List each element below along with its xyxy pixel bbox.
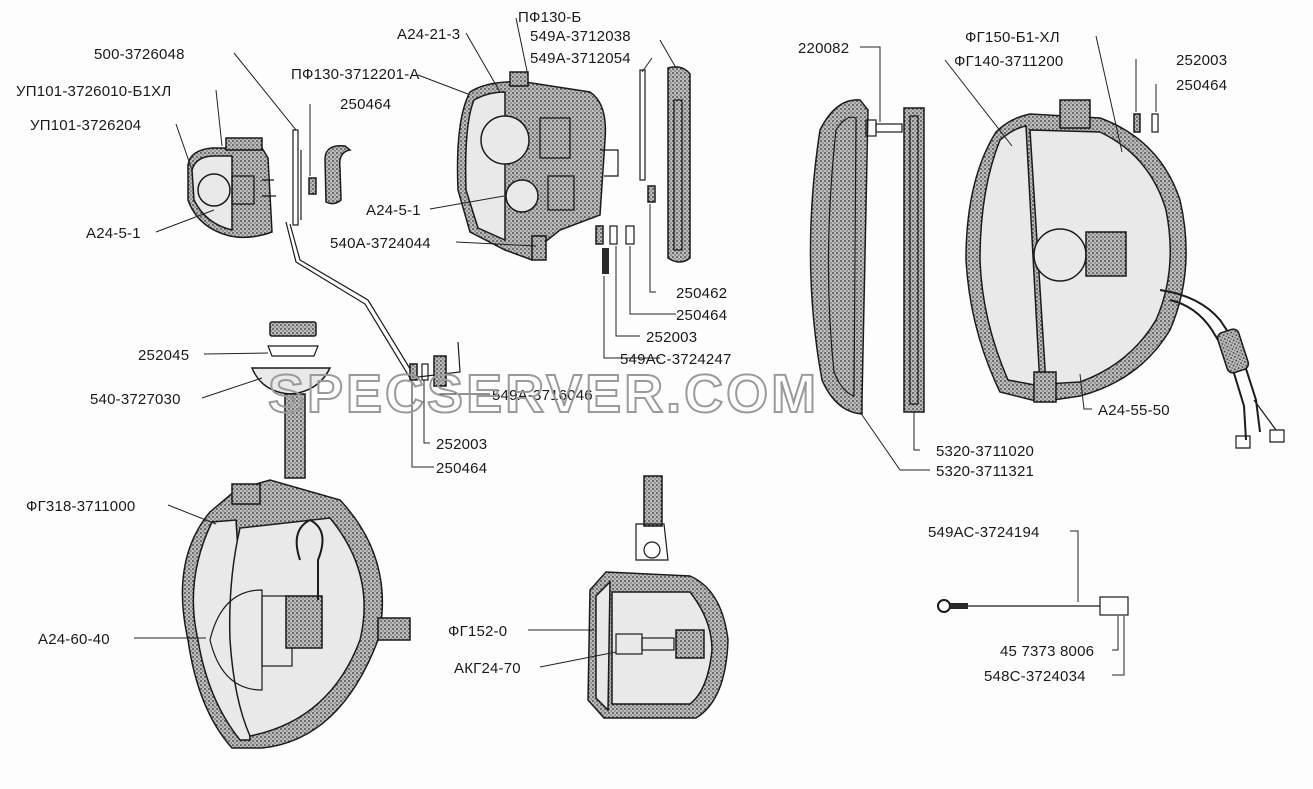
bracket-wire — [285, 221, 461, 379]
label-up101-3726204: УП101-3726204 — [30, 117, 141, 134]
label-540-3727030: 540-3727030 — [90, 391, 181, 408]
label-fg318: ФГ318-3711000 — [26, 498, 135, 515]
leader-lines — [134, 17, 1157, 676]
label-pf130-3712201: ПФ130-3712201-А — [291, 66, 420, 83]
label-549ac-3724247: 549АС-3724247 — [620, 351, 732, 368]
turn-bulb-icon — [505, 179, 539, 213]
headlamp-fg140 — [965, 99, 1285, 449]
rim-ring-5320-3711321 — [809, 99, 869, 415]
rim-ring-5320-3711020 — [903, 107, 925, 413]
screw-220082 — [865, 119, 903, 137]
label-a24-60-40: А24-60-40 — [38, 631, 110, 648]
label-549a-3712038: 549А-3712038 — [530, 28, 631, 45]
part-labels: 500-3726048 УП101-3726010-Б1ХЛ УП101-372… — [16, 9, 1227, 685]
label-250464-top: 250464 — [340, 96, 391, 113]
label-fg150: ФГ150-Б1-ХЛ — [965, 29, 1060, 46]
label-250462: 250462 — [676, 285, 727, 302]
label-a24-5-1-left: А24-5-1 — [86, 225, 141, 242]
label-250464-low: 250464 — [436, 460, 487, 477]
label-a24-5-1-mid: А24-5-1 — [366, 202, 421, 219]
label-549a-3712054: 549А-3712054 — [530, 50, 631, 67]
right-small-terminals — [1133, 113, 1159, 133]
label-fg140: ФГ140-3711200 — [954, 53, 1063, 70]
label-250464-mid: 250464 — [676, 307, 727, 324]
label-a24-55-50: А24-55-50 — [1098, 402, 1170, 419]
label-252045: 252045 — [138, 347, 189, 364]
marker-lamp-gaskets — [292, 129, 352, 226]
label-540a-3724044: 540А-3724044 — [330, 235, 431, 252]
label-549a-3716046: 549А-3716046 — [492, 387, 593, 404]
front-lamp-gasket — [595, 66, 691, 274]
label-up101-3726010: УП101-3726010-Б1ХЛ — [16, 83, 171, 100]
label-250464-right: 250464 — [1176, 77, 1227, 94]
nut — [269, 321, 317, 337]
label-252003-low: 252003 — [436, 436, 487, 453]
label-5320-3711321: 5320-3711321 — [936, 463, 1034, 480]
headlamp-right-bulb-icon — [1033, 228, 1087, 282]
fog-lamp-fg152 — [587, 475, 729, 719]
label-220082: 220082 — [798, 40, 849, 57]
front-lamp-pf130 — [456, 71, 619, 261]
label-5320-3711020: 5320-3711020 — [936, 443, 1034, 460]
marker-lamp-upf101 — [187, 137, 276, 239]
label-a24-21-3: А24-21-3 — [397, 26, 460, 43]
label-548c-3724034: 548С-3724034 — [984, 668, 1086, 685]
label-549ac-3724194: 549АС-3724194 — [928, 524, 1040, 541]
label-252003-right: 252003 — [1176, 52, 1227, 69]
main-bulb-icon — [480, 115, 530, 165]
mounting-bolt — [250, 321, 332, 479]
label-500-3726048: 500-3726048 — [94, 46, 185, 63]
elbow-sleeve — [324, 145, 352, 205]
wire-549ac-3724194 — [937, 596, 1129, 616]
label-pf130-b: ПФ130-Б — [518, 9, 581, 26]
label-252003-mid: 252003 — [646, 329, 697, 346]
label-fg152: ФГ152-0 — [448, 623, 507, 640]
watermark: SPECSERVER.COM — [268, 364, 819, 424]
middle-fasteners — [409, 355, 447, 387]
headlamp-fg318 — [181, 479, 411, 749]
lamp-bulb-icon — [197, 173, 231, 207]
label-akg24-70: АКГ24-70 — [454, 660, 521, 677]
label-45-7373-8006: 45 7373 8006 — [1000, 643, 1094, 660]
